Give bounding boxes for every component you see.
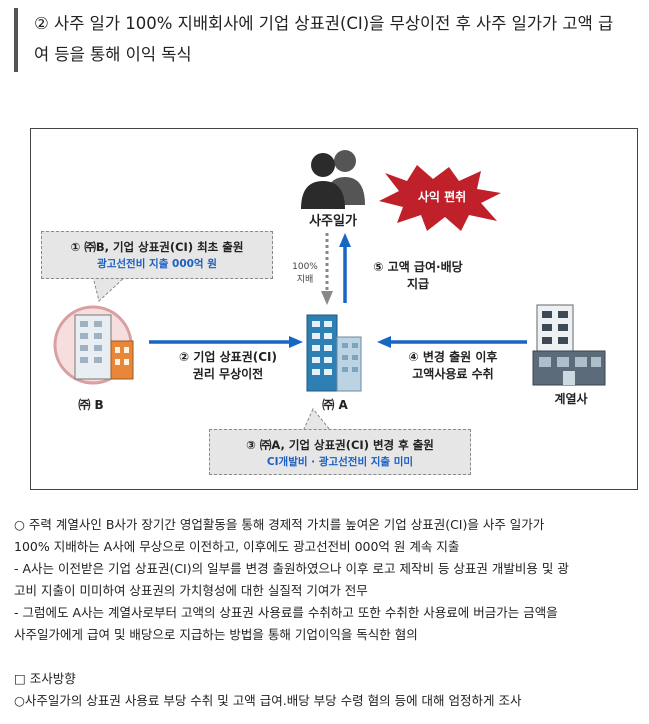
company-b-building-icon xyxy=(53,305,134,385)
body-line: - A사는 이전받은 기업 상표권(CI)의 일부를 변경 출원하였으나 이후 … xyxy=(14,561,569,576)
section-title: □ 조사방향 xyxy=(14,671,76,686)
step5-label: ⑤ 고액 급여·배당 지급 xyxy=(353,259,483,293)
owner-family-icon xyxy=(301,150,365,209)
body-line: ○ 주력 계열사인 B사가 장기간 영업활동을 통해 경제적 가치를 높여온 기… xyxy=(14,517,545,532)
section-item: ○사주일가의 상표권 사용료 부당 수취 및 고액 급여.배당 부당 수령 혐의… xyxy=(14,693,522,708)
profit-starburst-icon xyxy=(379,165,501,231)
arrow-b-to-a xyxy=(149,336,303,348)
company-a-label: ㈜ A xyxy=(322,398,348,412)
body-line: 고비 지출이 미미하여 상표권의 가치형성에 대한 실질적 기여가 전무 xyxy=(14,583,368,598)
bubble-a-tail xyxy=(302,408,333,432)
arrow-affiliate-to-a xyxy=(377,336,527,348)
bubble-a-line1: ③ ㈜A, 기업 상표권(CI) 변경 후 출원 xyxy=(246,438,434,452)
affiliate-building-icon xyxy=(532,304,606,386)
step5-line1: ⑤ 고액 급여·배당 xyxy=(373,260,463,274)
bubble-b-tail xyxy=(92,276,127,302)
body-text: ○ 주력 계열사인 B사가 장기간 영업활동을 통해 경제적 가치를 높여온 기… xyxy=(14,514,638,646)
control-dashed-arrow xyxy=(321,233,333,305)
control-label-1: 100% xyxy=(292,262,318,272)
bubble-company-b: ① ㈜B, 기업 상표권(CI) 최초 출원 광고선전비 지출 000억 원 xyxy=(41,231,273,279)
heading-line-2: 여 등을 통해 이익 독식 xyxy=(34,45,192,64)
body-line: 100% 지배하는 A사에 무상으로 이전하고, 이후에도 광고선전비 000억… xyxy=(14,539,460,554)
affiliate-label: 계열사 xyxy=(554,392,588,406)
step4-line2: 고액사용료 수취 xyxy=(412,367,494,381)
bubble-company-a: ③ ㈜A, 기업 상표권(CI) 변경 후 출원 CI개발비 · 광고선전비 지… xyxy=(209,429,471,475)
step4-label: ④ 변경 출원 이후 고액사용료 수취 xyxy=(383,349,523,383)
step5-line2: 지급 xyxy=(406,277,430,291)
step2-line2: 권리 무상이전 xyxy=(192,367,264,381)
control-label-2: 지배 xyxy=(296,275,314,285)
section-heading: ② 사주 일가 100% 지배회사에 기업 상표권(CI)을 무상이전 후 사주… xyxy=(14,8,634,72)
diagram: 사주일가 사익 편취 ① ㈜B, 기업 상표권(CI) 최초 출원 광고선전비 … xyxy=(30,128,638,490)
investigation-section: □ 조사방향 ○사주일가의 상표권 사용료 부당 수취 및 고액 급여.배당 부… xyxy=(14,668,638,712)
company-b-label: ㈜ B xyxy=(78,398,104,412)
step4-line1: ④ 변경 출원 이후 xyxy=(408,350,498,364)
step2-label: ② 기업 상표권(CI) 권리 무상이전 xyxy=(153,349,303,383)
bubble-b-line1: ① ㈜B, 기업 상표권(CI) 최초 출원 xyxy=(70,240,244,254)
body-line: - 그럼에도 A사는 계열사로부터 고액의 상표권 사용료를 수취하고 또한 수… xyxy=(14,605,558,620)
profit-label: 사익 편취 xyxy=(417,190,467,204)
arrow-a-to-owner xyxy=(339,233,351,303)
step2-line1: ② 기업 상표권(CI) xyxy=(179,350,277,364)
bubble-a-line2: CI개발비 · 광고선전비 지출 미미 xyxy=(266,456,414,468)
bubble-b-line2: 광고선전비 지출 000억 원 xyxy=(97,258,217,270)
heading-line-1: ② 사주 일가 100% 지배회사에 기업 상표권(CI)을 무상이전 후 사주… xyxy=(34,14,614,33)
company-a-building-icon xyxy=(306,314,362,392)
body-line: 사주일가에게 급여 및 배당으로 지급하는 방법을 통해 기업이익을 독식한 혐… xyxy=(14,627,418,642)
owner-label: 사주일가 xyxy=(309,214,357,229)
